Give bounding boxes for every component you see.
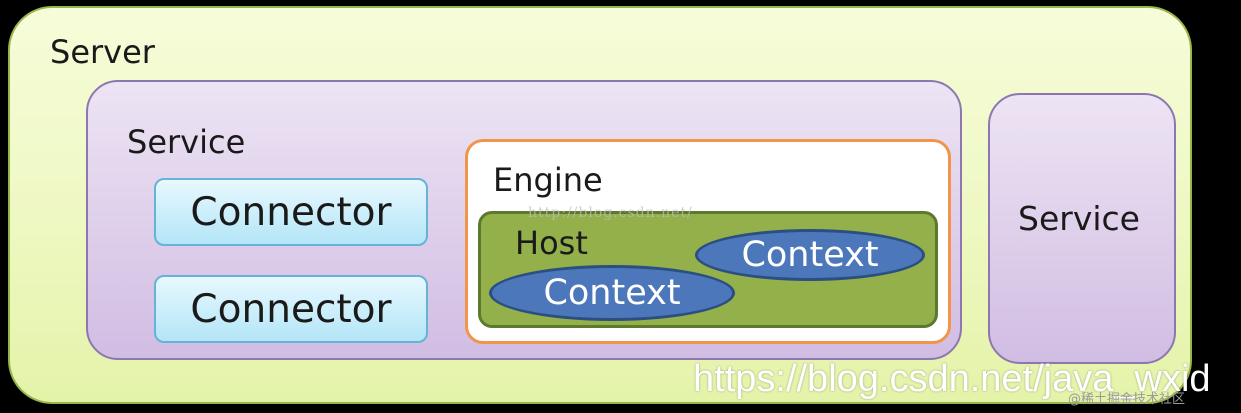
context-ellipse: Context xyxy=(489,265,735,321)
server-label: Server xyxy=(50,33,155,71)
engine-label: Engine xyxy=(493,161,603,199)
connector-label: Connector xyxy=(190,189,392,235)
watermark-inner: http://blog.csdn.net/ xyxy=(528,205,693,221)
watermark-corner: @稀土掘金技术社区 xyxy=(1068,392,1186,407)
watermark-url: https://blog.csdn.net/java_wxid xyxy=(693,358,1211,400)
connector-box: Connector xyxy=(154,275,428,343)
connector-box: Connector xyxy=(154,178,428,246)
context-label: Context xyxy=(741,235,879,275)
service-box-side xyxy=(988,93,1176,364)
connector-label: Connector xyxy=(190,286,392,332)
host-label: Host xyxy=(515,224,588,262)
service-label-main: Service xyxy=(127,123,246,161)
service-label-side: Service xyxy=(1018,199,1140,238)
context-label: Context xyxy=(543,273,681,313)
context-ellipse: Context xyxy=(695,229,925,281)
